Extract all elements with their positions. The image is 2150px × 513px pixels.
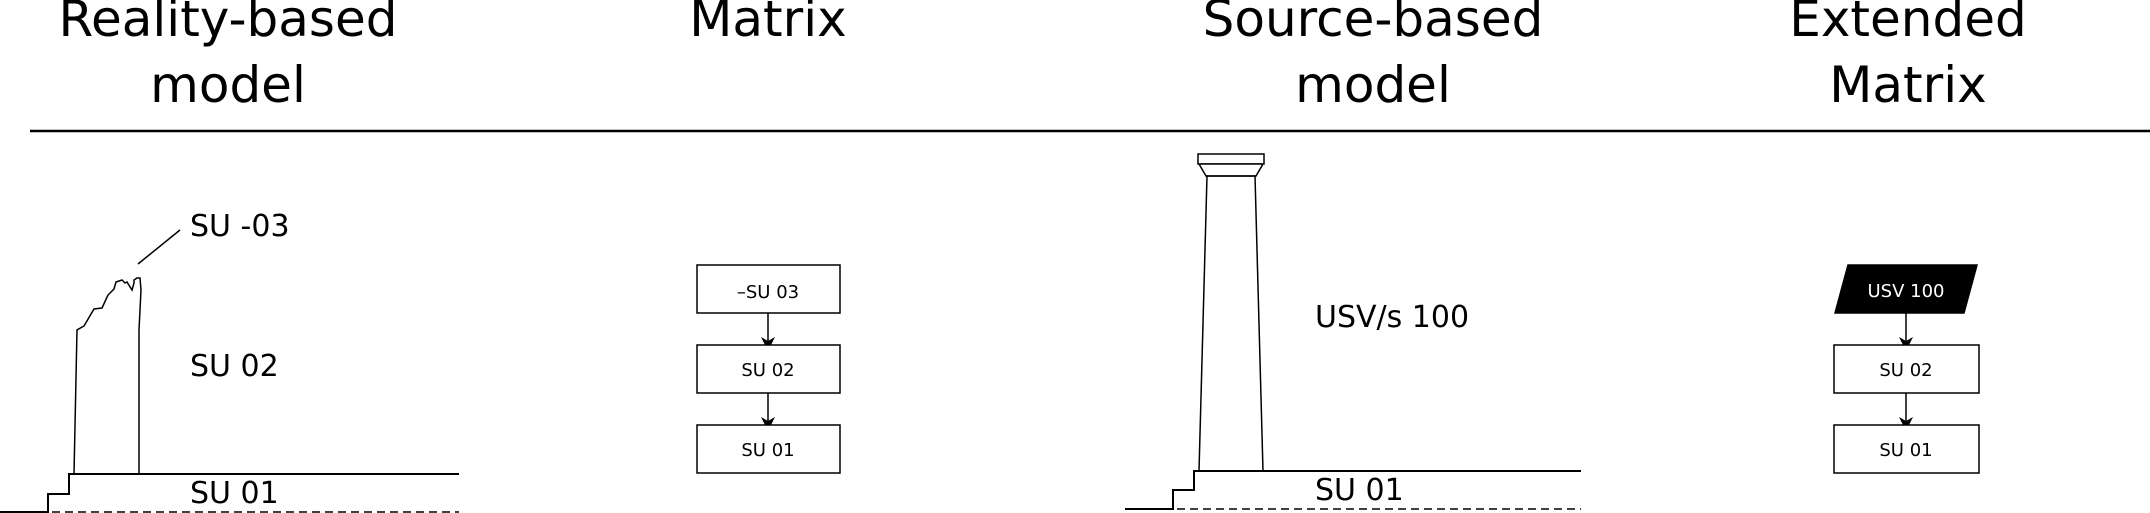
su03-leader-line <box>137 229 181 265</box>
ext-node-su02 <box>1833 344 1980 394</box>
heading-line-1: Matrix <box>689 0 847 48</box>
label-su01: SU 01 <box>190 476 279 511</box>
extended-matrix-diagram: USV 100 SU 02 SU 01 <box>1833 264 1980 474</box>
ext-node-usv100 <box>1834 264 1978 314</box>
heading-source-based-model: Source-based model <box>1163 0 1583 118</box>
ruined-column-outline <box>73 277 142 475</box>
matrix-diagram: –SU 03 SU 02 SU 01 <box>696 264 841 474</box>
matrix-node-su03-label: –SU 03 <box>737 282 799 303</box>
heading-reality-based-model: Reality-based model <box>18 0 438 118</box>
ext-node-usv100-label: USV 100 <box>1868 281 1945 302</box>
heading-line-2: Matrix <box>1829 56 1987 114</box>
heading-line-2: model <box>1295 56 1451 114</box>
matrix-node-su01 <box>696 424 841 474</box>
column-echinus <box>1197 163 1265 177</box>
matrix-node-su02-label: SU 02 <box>741 360 794 381</box>
ext-node-su02-label: SU 02 <box>1879 360 1932 381</box>
label-su02: SU 02 <box>190 349 279 384</box>
ext-node-su01-label: SU 01 <box>1879 440 1932 461</box>
heading-line-1: Extended <box>1789 0 2027 48</box>
matrix-node-su02 <box>696 344 841 394</box>
heading-extended-matrix: Extended Matrix <box>1698 0 2118 118</box>
label-su01: SU 01 <box>1315 473 1404 508</box>
ground-line-su01 <box>0 473 459 513</box>
heading-line-1: Reality-based <box>58 0 398 48</box>
source-model: USV/s 100 SU 01 <box>1125 153 1581 510</box>
label-su03: SU -03 <box>190 209 290 244</box>
heading-line-1: Source-based <box>1202 0 1544 48</box>
heading-line-2: model <box>150 56 306 114</box>
matrix-node-su03 <box>696 264 841 314</box>
column-shaft <box>1198 175 1264 472</box>
label-usv: USV/s 100 <box>1315 300 1469 335</box>
ground-line-su01 <box>1125 470 1581 510</box>
matrix-node-su01-label: SU 01 <box>741 440 794 461</box>
reality-model: SU -03 SU 02 SU 01 <box>0 209 459 513</box>
column-abacus <box>1197 153 1265 165</box>
heading-matrix: Matrix <box>558 0 978 52</box>
ext-node-su01 <box>1833 424 1980 474</box>
